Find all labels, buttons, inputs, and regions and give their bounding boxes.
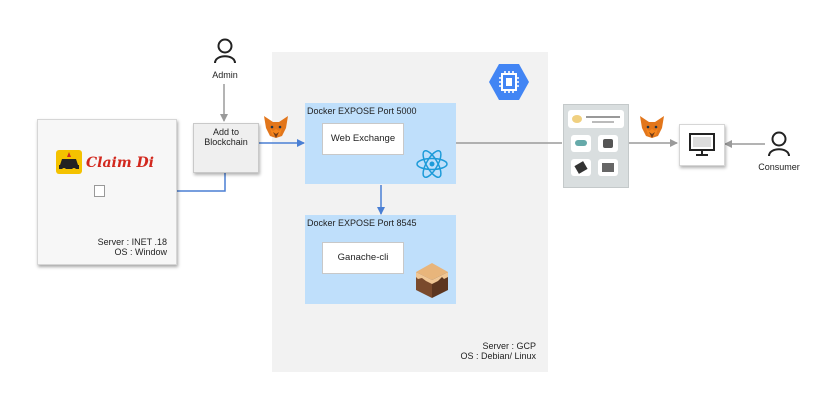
admin-user-icon	[213, 38, 237, 64]
dapp-header-bar	[568, 110, 624, 128]
dapp-tile-icon	[598, 135, 618, 152]
metamask-fox-icon	[638, 114, 666, 140]
monitor-icon	[689, 133, 715, 156]
claimdi-server-card	[37, 119, 177, 265]
gcp-server-line: Server : GCP	[482, 341, 536, 351]
add-to-line: Add to	[212, 127, 240, 137]
admin-label: Admin	[212, 70, 238, 80]
add-to-blockchain-box: Add to Blockchain	[193, 123, 259, 173]
blockchain-line: Blockchain	[204, 137, 248, 147]
client-monitor-box	[679, 124, 725, 166]
dapp-thumbnail	[563, 104, 629, 188]
claimdi-car-icon	[56, 150, 82, 174]
consumer-label: Consumer	[758, 162, 800, 172]
web-exchange-box: Web Exchange	[322, 123, 404, 155]
claimdi-logo-text: Claim Di	[86, 155, 154, 171]
web-exchange-docker-header: Docker EXPOSE Port 5000	[307, 106, 417, 116]
ganache-cli-box: Ganache-cli	[322, 242, 404, 274]
dapp-tile-icon	[571, 159, 591, 176]
consumer-user-icon	[767, 131, 791, 157]
gcp-server-text: Server : GCP OS : Debian/ Linux	[410, 341, 536, 361]
ganache-cake-icon	[412, 258, 452, 300]
claimdi-server-text: Server : INET .18 OS : Window	[60, 237, 167, 257]
dapp-tile-icon	[598, 159, 618, 176]
react-icon	[414, 148, 450, 180]
ganache-docker-header: Docker EXPOSE Port 8545	[307, 218, 417, 228]
metamask-fox-icon	[262, 114, 290, 140]
dapp-tile-icon	[571, 135, 591, 152]
gcp-chip-icon	[488, 62, 530, 102]
claimdi-os-line: OS : Window	[114, 247, 167, 257]
connection-port	[94, 185, 105, 197]
claimdi-server-line: Server : INET .18	[97, 237, 167, 247]
gcp-os-line: OS : Debian/ Linux	[460, 351, 536, 361]
